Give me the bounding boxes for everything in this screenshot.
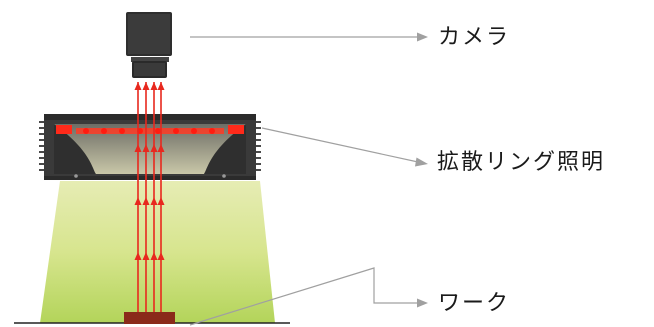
camera-label: カメラ bbox=[438, 25, 511, 50]
camera-icon bbox=[126, 12, 172, 78]
workpiece-label: ワーク bbox=[438, 291, 511, 316]
arrow-right-icon bbox=[417, 32, 428, 42]
ray-arrowheads bbox=[134, 82, 165, 260]
illumination-cone bbox=[40, 181, 275, 323]
workpiece-icon bbox=[124, 312, 175, 324]
arrow-right-icon bbox=[417, 298, 428, 308]
ring-light-label: 拡散リング照明 bbox=[437, 150, 606, 175]
ring-light-icon bbox=[39, 114, 261, 180]
light-callout-line bbox=[261, 127, 419, 163]
arrow-right-icon bbox=[415, 157, 428, 167]
work-callout-line bbox=[189, 267, 418, 326]
